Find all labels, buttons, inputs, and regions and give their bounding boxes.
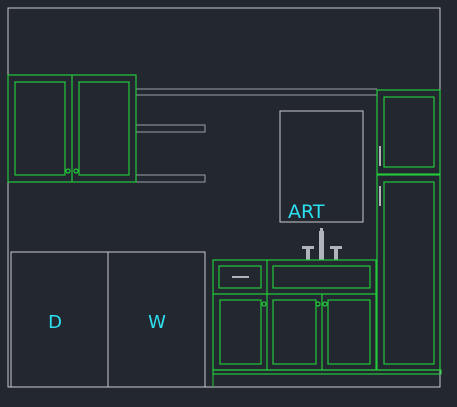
pantry-lower-box [376,174,441,371]
tall-pantry-cabinet [376,89,441,371]
vanity-left-door [219,299,262,365]
wall-outline [7,7,441,388]
knob-icon [73,168,79,174]
sink-vanity [212,259,377,371]
art-label: ART [288,201,325,223]
faucet-spout-top [320,228,323,233]
pantry-upper-box [376,89,441,175]
washer-label: W [148,312,166,333]
art-frame-rect [279,110,364,223]
faucet-left-stem [306,249,310,260]
knob-icon [322,301,328,307]
art-frame: ART [279,110,364,223]
vanity-left-drawer [218,265,262,289]
faucet-right-stem [334,249,338,260]
knob-icon [65,168,71,174]
pantry-lower-door [383,181,435,365]
vanity-right-door [327,299,371,365]
faucet-left-handle-icon [302,246,314,249]
laundry-machines: D W [10,251,206,388]
toe-kick [212,369,442,387]
faucet [302,228,342,260]
wall-elevation [7,7,441,388]
vanity-center-door [272,299,317,365]
upper-cabinet [7,74,137,183]
upper-cabinet-left-door [14,81,66,176]
shelf-bottom [135,174,206,183]
washer [107,251,206,388]
faucet-right-handle-icon [330,246,342,249]
dryer-label: D [48,312,62,333]
shelf-top [135,124,206,133]
knob-icon [315,301,321,307]
pantry-upper-door [383,96,435,168]
toe-kick-band [212,369,442,375]
upper-cabinet-right-door [78,81,130,176]
vanity-center-drawer [272,265,371,289]
faucet-spout-icon [319,231,324,260]
knob-icon [261,301,267,307]
floating-shelves [135,88,377,183]
